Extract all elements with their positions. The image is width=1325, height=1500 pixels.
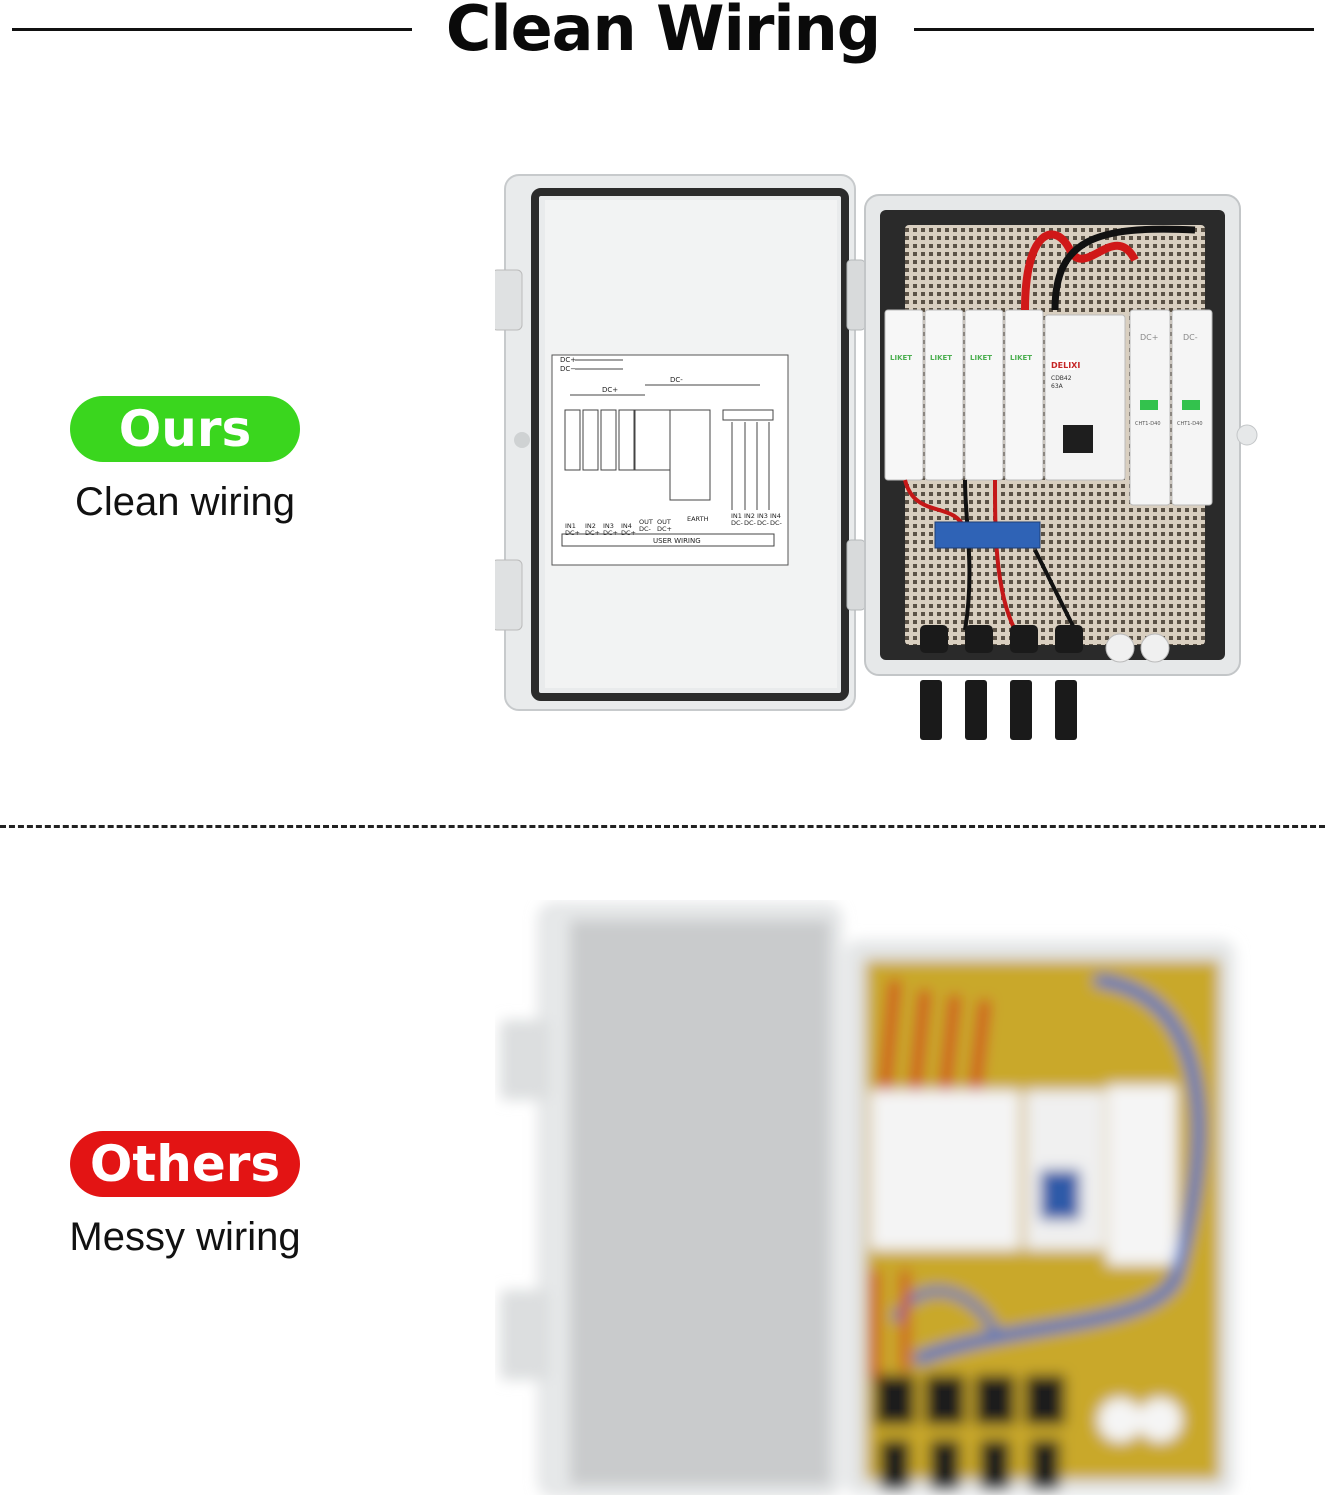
- spd-neg-label: DC-: [1183, 333, 1198, 342]
- fuse-brand-3: LIKET: [970, 354, 992, 362]
- title-rule-right: [914, 28, 1314, 31]
- page-title: Clean Wiring: [445, 0, 881, 65]
- spd-model-1: CHT1-D40: [1135, 421, 1161, 427]
- bus-neg-label: DC-: [670, 376, 683, 384]
- bus-pos-label: DC+: [602, 386, 618, 394]
- fuse-brand-1: LIKET: [890, 354, 912, 362]
- others-caption: Messy wiring: [69, 1215, 301, 1259]
- fuse-brand-4: LIKET: [1010, 354, 1032, 362]
- dc-breaker: DELIXI CDB42 63A: [1044, 314, 1126, 481]
- diagram-user-wiring: USER WIRING: [653, 537, 701, 545]
- surge-protectors: DC+ DC- CHT1-D40 CHT1-D40: [1129, 309, 1213, 506]
- breaker-brand: DELIXI: [1051, 361, 1080, 370]
- legend-neg: DC−: [560, 365, 576, 373]
- breaker-model: CDB42: [1051, 375, 1072, 382]
- messy-combiner-box-photo-blurred: [500, 904, 1235, 1495]
- header: Clean Wiring: [0, 0, 1325, 65]
- fuse-brand-2: LIKET: [930, 354, 952, 362]
- legend-pos: DC+: [560, 356, 576, 364]
- section-divider: [0, 825, 1325, 828]
- others-badge: Others: [70, 1131, 300, 1197]
- ours-badge: Ours: [70, 396, 300, 462]
- spd-model-2: CHT1-D40: [1177, 421, 1203, 427]
- fuse-holders: LIKET LIKET LIKET LIKET: [884, 309, 1044, 481]
- breaker-rating: 63A: [1051, 383, 1064, 390]
- title-rule-left: [12, 28, 412, 31]
- ours-caption: Clean wiring: [74, 480, 296, 524]
- spd-pos-label: DC+: [1140, 333, 1158, 342]
- diagram-earth: EARTH: [687, 515, 709, 523]
- box-body: LIKET LIKET LIKET LIKET DELIXI CDB42 63A…: [864, 194, 1258, 740]
